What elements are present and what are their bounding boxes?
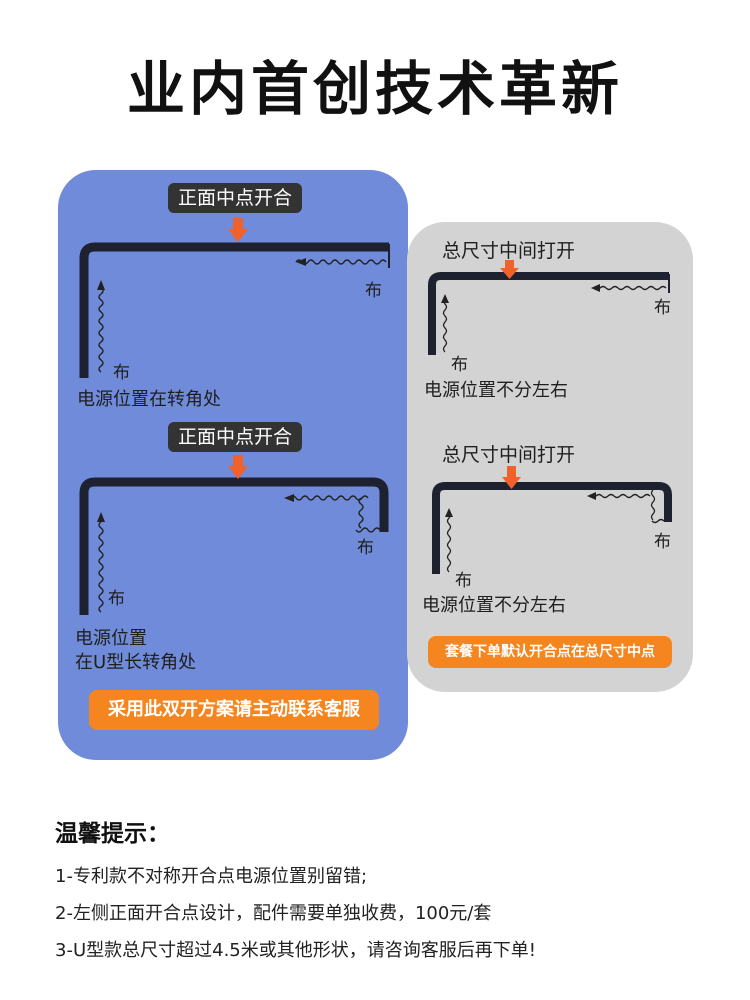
left-d1-top-label: 正面中点开合 (168, 183, 303, 213)
right-l-track-diagram (428, 260, 670, 355)
left-d1-cloth-left-label: 布 (113, 363, 130, 383)
right-d2-cloth-left-label: 布 (455, 571, 472, 591)
left-d2-power-label-line1: 电源位置 (75, 628, 147, 649)
right-d1-power-label: 电源位置不分左右 (424, 380, 568, 401)
tip-item-2: 2-左侧正面开合点设计，配件需要单独收费，100元/套 (55, 903, 492, 924)
left-d1-power-label: 电源位置在转角处 (77, 389, 221, 410)
page-title: 业内首创技术革新 (126, 55, 623, 123)
right-u-track-diagram (432, 466, 672, 574)
left-d2-top-label: 正面中点开合 (168, 422, 303, 452)
left-l-track-diagram (79, 218, 390, 378)
right-d1-cloth-right-label: 布 (654, 298, 671, 318)
tip-item-1: 1-专利款不对称开合点电源位置别留错; (55, 866, 368, 887)
right-d2-top-label: 总尺寸中间打开 (442, 444, 576, 466)
right-option-panel (407, 222, 693, 692)
left-d1-cloth-right-label: 布 (365, 281, 382, 301)
right-d2-cloth-right-label: 布 (654, 532, 671, 552)
default-split-point-badge: 套餐下单默认开合点在总尺寸中点 (428, 636, 672, 668)
right-d1-top-label: 总尺寸中间打开 (442, 240, 576, 262)
left-u-track-diagram (79, 455, 389, 615)
right-d1-cloth-left-label: 布 (451, 355, 468, 375)
left-d2-cloth-left-label: 布 (108, 589, 125, 609)
left-d2-cloth-right-label: 布 (357, 538, 374, 558)
tip-item-3: 3-U型款总尺寸超过4.5米或其他形状，请咨询客服后再下单! (55, 940, 536, 961)
tips-heading: 温馨提示： (55, 821, 170, 847)
left-d2-power-label-line2: 在U型长转角处 (75, 652, 197, 673)
contact-service-button[interactable]: 采用此双开方案请主动联系客服 (89, 690, 379, 730)
right-d2-power-label: 电源位置不分左右 (422, 595, 566, 616)
